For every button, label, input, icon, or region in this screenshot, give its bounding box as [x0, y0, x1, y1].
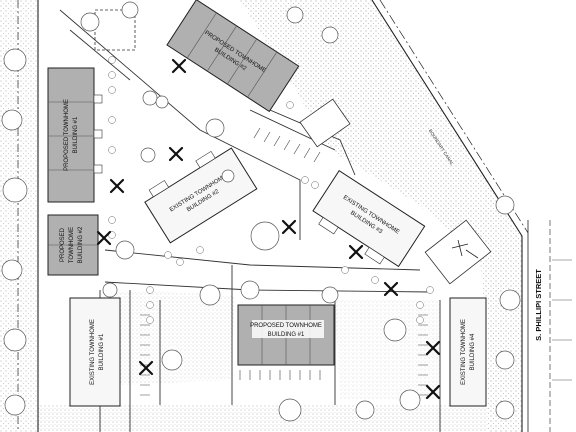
remove-x-icon: [138, 360, 154, 376]
remove-x-icon: [96, 230, 112, 246]
tree-icon: [2, 177, 28, 203]
tree-icon: [1, 259, 23, 281]
building-label-line: EXISTING TOWNHOME: [461, 319, 467, 385]
proposed-building-1-left[interactable]: PROPOSED TOWNHOME BUILDING #1: [47, 67, 103, 203]
existing-building-3[interactable]: EXISTING TOWNHOME BUILDING #3: [309, 169, 426, 274]
tree-icon: [499, 289, 521, 311]
accessory-structures: [94, 9, 492, 285]
tree-icon: [240, 280, 260, 300]
street-label-group: S. PHILLIPI STREET: [527, 220, 551, 432]
existing-building-1[interactable]: EXISTING TOWNHOME BUILDING #1: [69, 297, 121, 407]
building-label-line: PROPOSED: [60, 227, 66, 262]
street-edge-details: [552, 259, 572, 381]
north-landscape-wedge: [240, 0, 522, 250]
tree-icon: [1, 109, 23, 131]
building-label-line: PROPOSED TOWNHOME: [64, 99, 70, 171]
building-label-line: BUILDING #1: [73, 116, 79, 153]
remove-x-icon: [383, 281, 399, 297]
building-label-line: TOWNHOME: [69, 227, 75, 263]
tree-icon: [161, 349, 183, 371]
building-label-line: PROPOSED TOWNHOME: [250, 323, 322, 329]
parking-stalls: [140, 127, 428, 396]
tree-icon: [278, 398, 302, 422]
tree-icon: [102, 282, 118, 298]
tree-icon: [399, 389, 421, 411]
building-label-line: BUILDING #2: [78, 226, 84, 263]
tree-icon: [4, 394, 26, 416]
south-landscape-band: [38, 405, 488, 432]
tree-icon: [3, 48, 27, 72]
tree-removal-marks: [96, 58, 441, 400]
tree-icon: [321, 286, 339, 304]
remove-x-icon: [425, 384, 441, 400]
building-label-line: BUILDING #4: [470, 333, 476, 370]
trees: [1, 1, 521, 422]
central-island-left: [115, 290, 235, 385]
remove-x-icon: [348, 244, 364, 260]
street-name-label: S. PHILLIPI STREET: [534, 269, 543, 341]
tree-icon: [321, 26, 339, 44]
existing-building-4[interactable]: EXISTING TOWNHOME BUILDING #4: [449, 297, 487, 407]
remove-x-icon: [168, 146, 184, 162]
tree-icon: [3, 328, 27, 352]
shrub-rows: [108, 56, 434, 324]
tree-icon: [115, 240, 135, 260]
tree-icon: [250, 221, 280, 251]
tree-icon: [495, 400, 515, 420]
left-landscape-strip: [0, 0, 38, 432]
tree-icon: [495, 195, 515, 215]
central-island-right: [335, 300, 440, 400]
remove-x-icon: [425, 340, 441, 356]
remove-x-icon: [281, 219, 297, 235]
tree-icon: [221, 169, 235, 183]
proposed-building-2-left[interactable]: PROPOSED TOWNHOME BUILDING #2: [47, 214, 99, 276]
remove-x-icon: [109, 178, 125, 194]
tree-icon: [80, 12, 100, 32]
tree-icon: [155, 95, 169, 109]
tree-icon: [142, 90, 158, 106]
tree-icon: [495, 350, 515, 370]
proposed-building-2-top[interactable]: PROPOSED TOWNHOME BUILDING #2: [166, 0, 300, 113]
tree-icon: [121, 1, 139, 19]
tree-icon: [199, 284, 221, 306]
proposed-building-1-center[interactable]: PROPOSED TOWNHOME BUILDING #1: [237, 304, 335, 366]
remove-x-icon: [171, 58, 187, 74]
playground-feature: [451, 239, 479, 259]
tree-icon: [355, 400, 375, 420]
tree-icon: [383, 318, 407, 342]
property-boundary: [17, 0, 531, 432]
tree-icon: [205, 118, 225, 138]
tree-icon: [140, 147, 156, 163]
building-label-line: EXISTING TOWNHOME: [90, 319, 96, 385]
building-label-line: BUILDING #1: [99, 333, 105, 370]
tree-icon: [286, 6, 304, 24]
building-label-line: BUILDING #1: [268, 332, 305, 338]
